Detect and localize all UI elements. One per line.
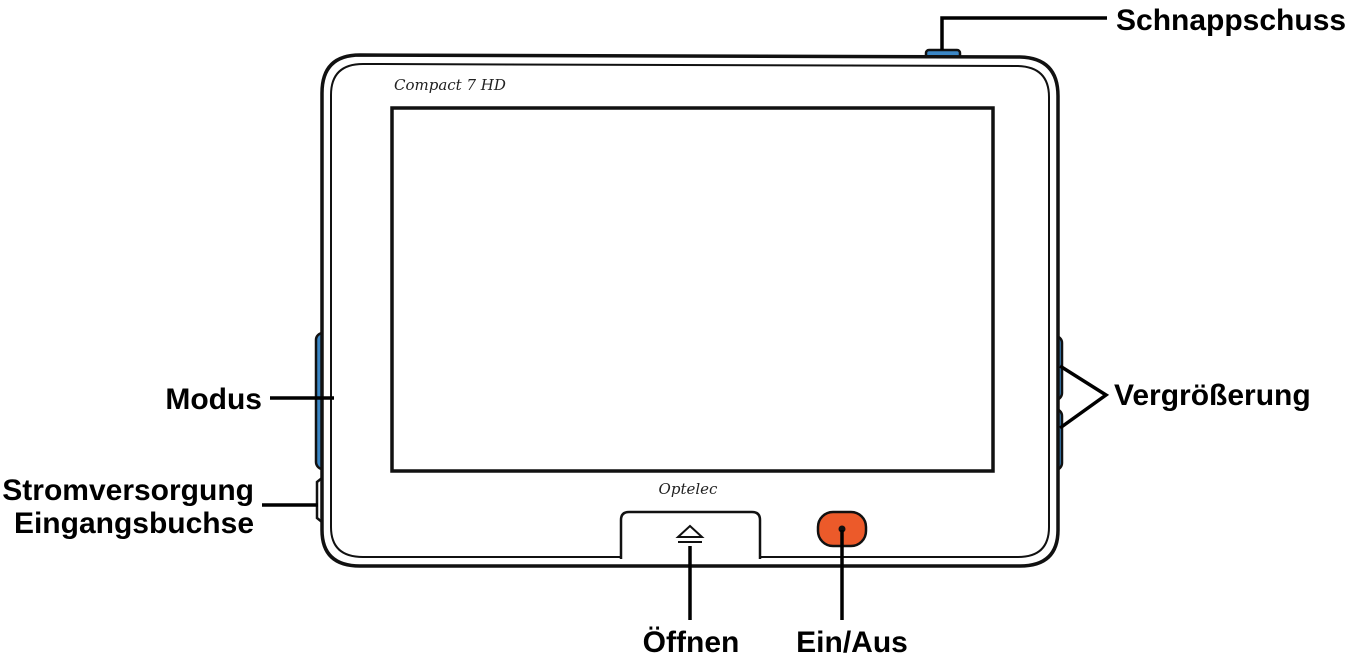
eject-icon [675,524,705,543]
brand-name: Optelec [659,480,718,498]
display-screen [390,106,995,473]
label-power: Ein/Aus [796,626,908,659]
power-input-jack [315,477,323,523]
label-mode: Modus [165,383,262,416]
model-name: Compact 7 HD [394,76,506,94]
device-bezel-inner [330,62,1050,558]
label-magnification: Vergrößerung [1114,379,1311,412]
snapshot-leader [940,16,1107,50]
label-snapshot: Schnappschuss [1116,4,1346,37]
magnification-leader [1058,364,1110,430]
label-open: Öffnen [643,626,740,659]
label-power-input-1: Stromversorgung [2,474,254,507]
label-power-input-2: Eingangsbuchse [14,507,254,540]
